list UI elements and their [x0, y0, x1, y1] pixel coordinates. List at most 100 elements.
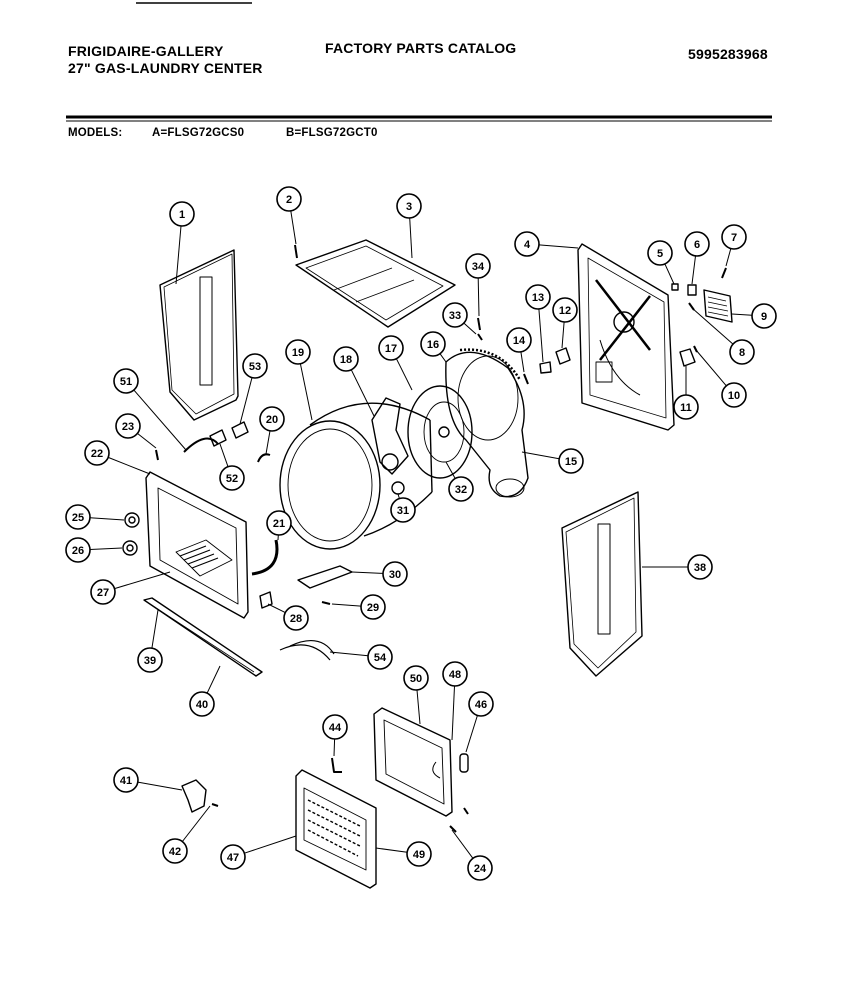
- callout-circle-24: [467, 855, 493, 881]
- part-screw-29: [321, 601, 331, 605]
- callout-leader-31: [397, 493, 400, 499]
- part-top-panel: [295, 239, 456, 328]
- callout-leader-29: [331, 603, 362, 607]
- callout-number-39: 39: [144, 655, 156, 667]
- callout-leader-32: [445, 461, 456, 479]
- callout-number-17: 17: [385, 343, 397, 355]
- callout-circle-48: [442, 661, 468, 687]
- header-rules: [66, 2, 772, 122]
- callout-number-50: 50: [410, 673, 422, 685]
- callout-leader-30: [351, 571, 384, 574]
- callout-14: 14: [506, 327, 532, 373]
- callout-leader-23: [137, 433, 157, 449]
- callout-leader-33: [463, 322, 477, 335]
- callout-number-47: 47: [227, 852, 239, 864]
- part-connector-52: [209, 429, 227, 447]
- callout-4: 4: [514, 231, 579, 257]
- callout-leader-27: [114, 571, 171, 590]
- callout-number-19: 19: [292, 347, 304, 359]
- part-screw-7: [721, 267, 727, 279]
- callout-circle-23: [115, 413, 141, 439]
- callout-leader-6: [691, 255, 696, 285]
- part-screw-33: [477, 333, 483, 341]
- part-drum-seal: [407, 385, 473, 479]
- callout-6: 6: [684, 231, 710, 285]
- callout-circle-34: [465, 253, 491, 279]
- callout-circle-42: [162, 838, 188, 864]
- part-front-panel: [145, 471, 249, 619]
- callout-leader-48: [451, 685, 455, 741]
- part-screw-23: [155, 449, 159, 461]
- part-clip-13: [539, 361, 552, 374]
- part-vent-grille: [703, 289, 733, 323]
- part-switch-28: [259, 591, 273, 609]
- callout-number-15: 15: [565, 456, 577, 468]
- callout-number-4: 4: [524, 239, 531, 251]
- callout-leader-25: [89, 517, 125, 521]
- callout-circle-22: [84, 440, 110, 466]
- callout-circle-25: [65, 504, 91, 530]
- callout-number-6: 6: [694, 239, 700, 251]
- part-connector-53: [231, 421, 249, 439]
- callout-circle-47: [220, 844, 246, 870]
- callout-leader-18: [350, 369, 375, 417]
- callout-number-38: 38: [694, 562, 706, 574]
- callout-leader-20: [265, 430, 271, 455]
- part-screw-34: [477, 317, 481, 331]
- callout-13: 13: [525, 284, 551, 363]
- part-drum: [279, 402, 433, 550]
- callout-number-22: 22: [91, 448, 103, 460]
- callout-leader-53: [239, 377, 253, 425]
- callout-number-12: 12: [559, 305, 571, 317]
- part-knob-26: [122, 540, 138, 556]
- part-drawings: [122, 239, 733, 889]
- part-bearing-12: [555, 347, 571, 365]
- callout-5: 5: [647, 240, 675, 285]
- callout-leader-8: [691, 307, 734, 345]
- callout-number-33: 33: [449, 310, 461, 322]
- part-harness-51: [183, 437, 219, 453]
- model-b: B=FLSG72GCT0: [286, 127, 378, 139]
- callout-22: 22: [84, 440, 151, 475]
- callout-48: 48: [442, 661, 468, 741]
- callout-53: 53: [239, 353, 268, 425]
- callout-leader-49: [375, 847, 408, 853]
- part-door: [295, 769, 377, 889]
- callout-1: 1: [169, 201, 195, 285]
- callout-leader-10: [695, 349, 727, 387]
- callout-number-11: 11: [680, 402, 692, 414]
- callout-leader-34: [477, 277, 480, 317]
- callout-leader-13: [538, 308, 544, 363]
- callout-number-21: 21: [273, 518, 285, 530]
- callout-circle-9: [751, 303, 777, 329]
- callout-circle-38: [687, 554, 713, 580]
- callout-circle-52: [219, 465, 245, 491]
- callout-circle-27: [90, 579, 116, 605]
- callout-number-53: 53: [249, 361, 261, 373]
- callout-38: 38: [642, 554, 713, 580]
- callout-leader-47: [244, 835, 297, 854]
- callout-leader-2: [290, 210, 297, 245]
- callout-number-14: 14: [513, 335, 526, 347]
- callout-15: 15: [521, 448, 584, 474]
- callout-18: 18: [333, 346, 375, 417]
- callout-number-40: 40: [196, 699, 208, 711]
- callout-circle-12: [552, 297, 578, 323]
- callout-leader-14: [520, 351, 525, 373]
- callout-leader-1: [175, 225, 182, 285]
- callout-leader-16: [439, 353, 447, 363]
- callout-40: 40: [189, 665, 221, 717]
- callout-circle-30: [382, 561, 408, 587]
- part-screw-42: [211, 803, 219, 807]
- callout-41: 41: [113, 767, 183, 793]
- part-clip-6: [687, 284, 697, 296]
- model-a: A=FLSG72GCS0: [152, 127, 245, 139]
- callout-46: 46: [465, 691, 494, 753]
- callout-leader-17: [395, 358, 413, 391]
- callout-number-31: 31: [397, 505, 409, 517]
- callout-number-42: 42: [169, 846, 181, 858]
- callout-circle-19: [285, 339, 311, 365]
- callout-number-9: 9: [761, 311, 767, 323]
- callout-leader-24: [451, 829, 474, 859]
